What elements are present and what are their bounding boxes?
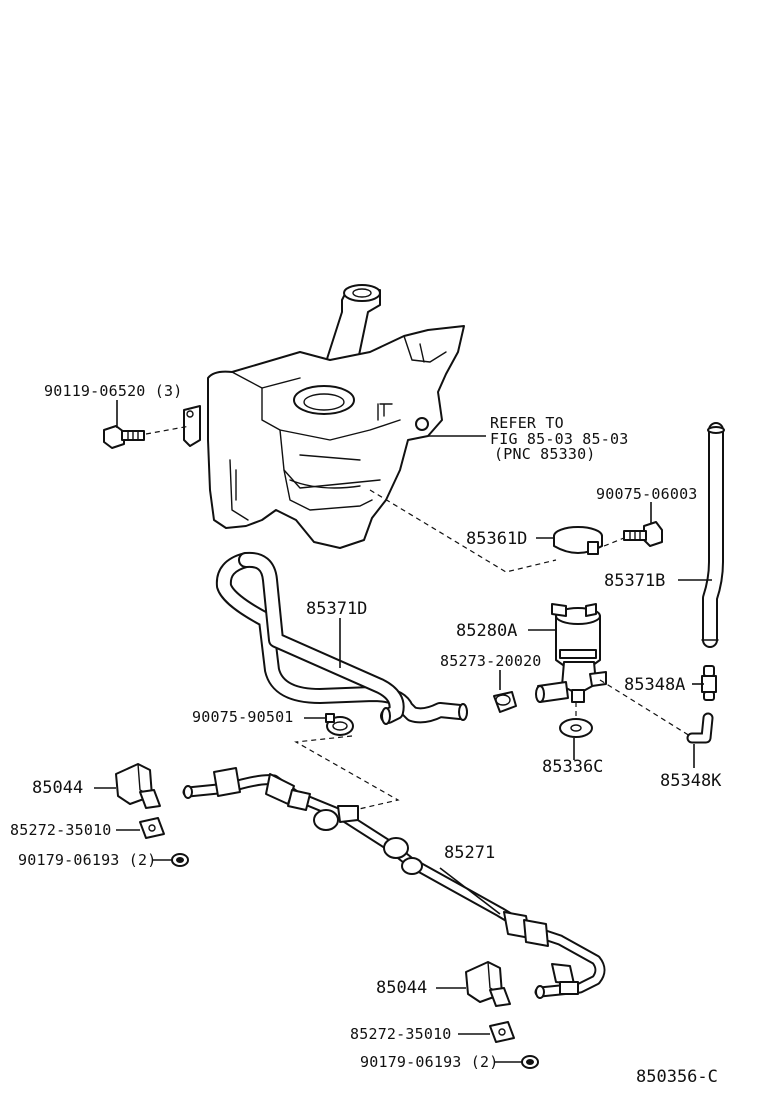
figure-id: 850356-C xyxy=(636,1067,718,1087)
label-joint-85348a: 85348A xyxy=(624,675,685,695)
label-band-85361d: 85361D xyxy=(466,529,527,549)
band-85361d xyxy=(553,526,603,555)
label-hose-assembly-85271: 85271 xyxy=(444,843,495,863)
nozzle-85044-lower xyxy=(465,961,511,1007)
label-nut-90179-06193-upper: 90179-06193 (2) xyxy=(18,851,156,869)
joint-85348k xyxy=(686,712,714,744)
label-joint-85348k: 85348K xyxy=(660,771,722,791)
hose-assembly-85271 xyxy=(182,767,606,999)
label-refer-line2: FIG 85-03 85-03 xyxy=(490,430,628,448)
label-filter-85273-20020: 85273-20020 xyxy=(440,652,542,670)
label-clamp-85272-35010-lower: 85272-35010 xyxy=(350,1025,452,1043)
nozzle-85044-upper xyxy=(115,763,161,809)
label-grommet-85336c: 85336C xyxy=(542,757,603,777)
label-hose-85371b: 85371B xyxy=(604,571,665,591)
label-clip-90075-90501: 90075-90501 xyxy=(192,708,294,726)
joint-85348a xyxy=(701,665,717,701)
pump-85280a xyxy=(535,603,607,703)
nut-90179-06193-lower xyxy=(521,1055,539,1069)
clamp-85272-35010-upper xyxy=(139,817,165,839)
hose-85371b xyxy=(701,422,725,648)
label-nozzle-85044-upper: 85044 xyxy=(32,778,83,798)
grommet-85336c xyxy=(559,718,593,738)
washer-tank xyxy=(183,284,465,549)
label-clamp-85272-35010-upper: 85272-35010 xyxy=(10,821,112,839)
label-refer-line1: REFER TO xyxy=(490,414,564,432)
hose-85371d xyxy=(215,551,468,725)
bolt-90119-06520 xyxy=(103,425,145,449)
label-hose-85371d: 85371D xyxy=(306,599,367,619)
label-screw-90075-06003: 90075-06003 xyxy=(596,485,698,503)
nut-90179-06193-upper xyxy=(171,853,189,867)
label-refer-line3: (PNC 85330) xyxy=(494,445,596,463)
screw-90075-06003 xyxy=(623,521,663,547)
label-nozzle-85044-lower: 85044 xyxy=(376,978,427,998)
filter-85273-20020 xyxy=(493,691,517,713)
label-pump-85280a: 85280A xyxy=(456,621,517,641)
clip-90075-90501 xyxy=(325,713,354,736)
label-bolt-90119-06520: 90119-06520 (3) xyxy=(44,382,182,400)
label-nut-90179-06193-lower: 90179-06193 (2) xyxy=(360,1053,498,1071)
clamp-85272-35010-lower xyxy=(489,1021,515,1043)
